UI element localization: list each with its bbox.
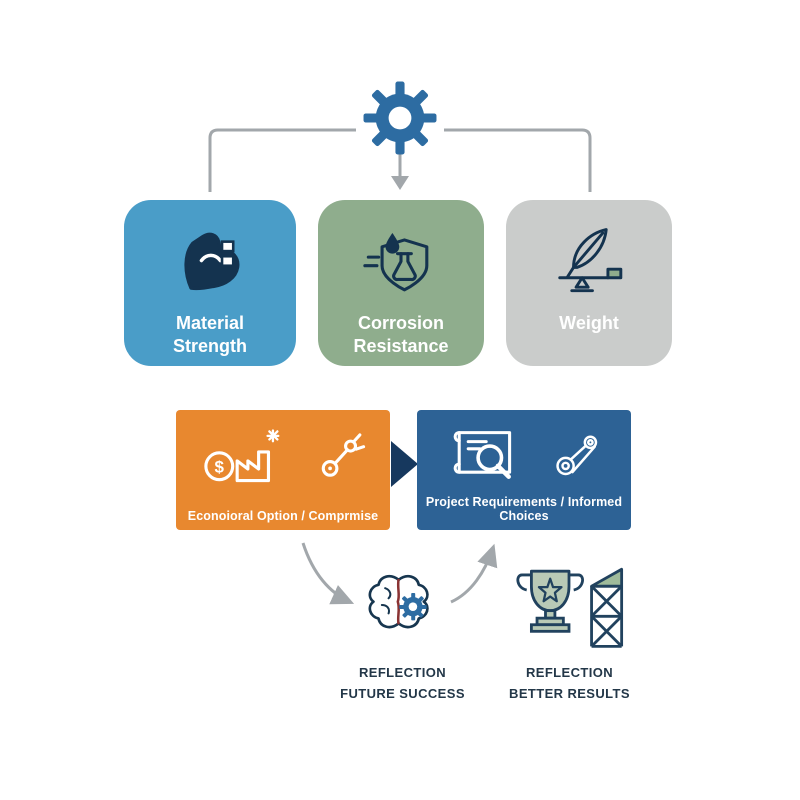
trophy-scaffold-icon bbox=[503, 558, 635, 652]
decision-label: Project Requirements / Informed Choices bbox=[425, 495, 623, 523]
criteria-label: Material Strength bbox=[173, 313, 247, 356]
outcome-line2: BETTER RESULTS bbox=[509, 685, 630, 701]
criteria-label: Weight bbox=[559, 313, 619, 333]
down-arrowhead-icon bbox=[391, 176, 409, 190]
robotic-arm-icon bbox=[321, 433, 366, 477]
decision-icons: $ bbox=[176, 418, 390, 494]
outcome-future-success: REFLECTION FUTURE SUCCESS bbox=[325, 663, 480, 705]
curved-arrow-right bbox=[450, 543, 498, 604]
criteria-label: Corrosion Resistance bbox=[353, 313, 449, 356]
decision-label: Econoioral Option / Comprmise bbox=[187, 509, 379, 523]
criteria-box-weight: Weight bbox=[506, 200, 672, 366]
svg-text:$: $ bbox=[215, 458, 225, 477]
connector-right bbox=[444, 128, 592, 192]
blueprint-magnifier-icon bbox=[453, 431, 512, 479]
dollar-coin-factory-icon: $ bbox=[204, 429, 280, 483]
outcome-line1: REFLECTION bbox=[525, 665, 614, 680]
criteria-box-corrosion-resistance: Corrosion Resistance bbox=[318, 200, 484, 366]
right-arrow-icon bbox=[391, 441, 418, 487]
decision-box-project-requirements: Project Requirements / Informed Choices bbox=[417, 410, 631, 530]
gear-icon bbox=[362, 80, 438, 156]
connector-left bbox=[208, 128, 356, 192]
connecting-rod-icon bbox=[556, 435, 598, 476]
brain-gear-icon bbox=[360, 563, 444, 647]
decision-icons bbox=[417, 418, 631, 494]
outcome-line2: FUTURE SUCCESS bbox=[340, 685, 465, 701]
criteria-box-material-strength: Material Strength bbox=[124, 200, 296, 366]
decision-box-economical-option: $ Econoioral Option / Comprmise bbox=[176, 410, 390, 530]
curved-arrow-left bbox=[301, 542, 355, 605]
feather-scale-icon bbox=[546, 220, 632, 308]
flexed-arm-icon bbox=[167, 220, 253, 308]
outcome-line1: REFLECTION bbox=[358, 665, 447, 680]
shield-droplet-flask-icon bbox=[358, 220, 444, 308]
outcome-better-results: REFLECTION BETTER RESULTS bbox=[492, 663, 647, 705]
